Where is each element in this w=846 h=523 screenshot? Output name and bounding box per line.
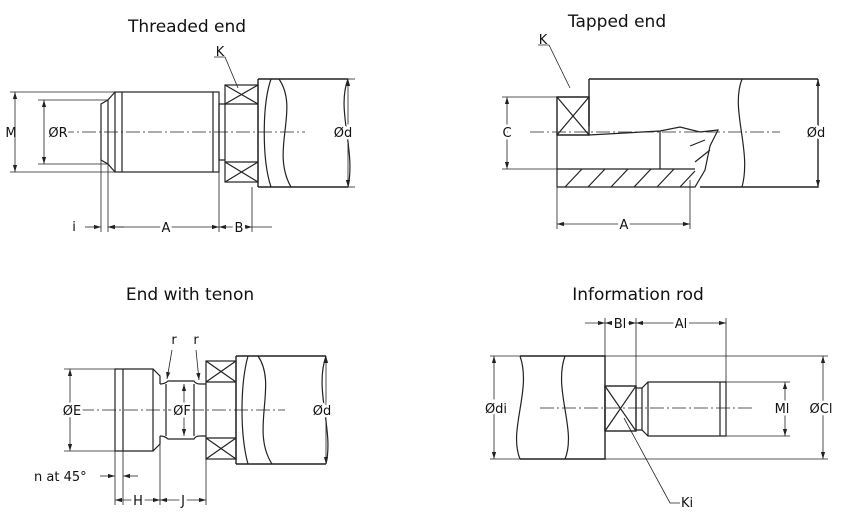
threaded-label-k: K: [216, 45, 225, 60]
threaded-label-b: B: [235, 221, 244, 236]
tenon-label-f: ØF: [173, 404, 191, 419]
threaded-wrench-flats: [224, 84, 259, 183]
threaded-label-m: M: [5, 126, 16, 141]
threaded-end-title: Threaded end: [127, 17, 246, 37]
information-rod-title: Information rod: [572, 285, 704, 305]
info-rod-body: [515, 355, 606, 460]
info-label-bl: Bl: [614, 317, 627, 332]
threaded-label-d: Ød: [334, 126, 352, 141]
threaded-dimensions: [10, 56, 355, 232]
tenon-label-j: J: [180, 494, 185, 509]
tenon-label-d: Ød: [313, 404, 331, 419]
tenon-end-title: End with tenon: [126, 285, 254, 305]
tenon-label-n: n at 45°: [34, 470, 87, 485]
tapped-label-c: C: [502, 126, 511, 141]
tenon-label-r2: r: [193, 333, 199, 348]
information-rod-panel: Information rod: [482, 285, 835, 511]
info-dimensions: [490, 318, 828, 504]
threaded-label-i: i: [72, 220, 76, 235]
info-wrench-flats: [604, 385, 637, 432]
info-label-ki: Ki: [681, 496, 693, 511]
tapped-rod-body: [556, 78, 819, 188]
threaded-label-r: ØR: [48, 126, 67, 141]
tapped-dimensions: [502, 44, 821, 229]
tenon-dimensions: [64, 349, 329, 505]
info-label-al: Al: [675, 317, 688, 332]
threaded-label-a: A: [162, 221, 171, 236]
info-label-ml: Ml: [775, 402, 790, 417]
tapped-label-k: K: [539, 33, 548, 48]
tapped-end-title: Tapped end: [567, 12, 666, 32]
tapped-label-a: A: [620, 218, 629, 233]
tapped-label-d: Ød: [807, 126, 825, 141]
tenon-label-e: ØE: [63, 404, 81, 419]
tenon-label-h: H: [133, 494, 143, 509]
tenon-end-panel: End with tenon: [34, 285, 334, 512]
info-stud: [636, 381, 727, 437]
tapped-end-panel: Tapped end C Ød: [500, 12, 828, 236]
threaded-stud: [100, 91, 225, 173]
info-label-cl: ØCl: [810, 402, 833, 417]
tapped-section: [556, 126, 720, 188]
info-label-di: Ødi: [485, 402, 507, 417]
tenon-label-r1: r: [171, 333, 177, 348]
threaded-end-panel: Threaded end: [5, 17, 355, 239]
